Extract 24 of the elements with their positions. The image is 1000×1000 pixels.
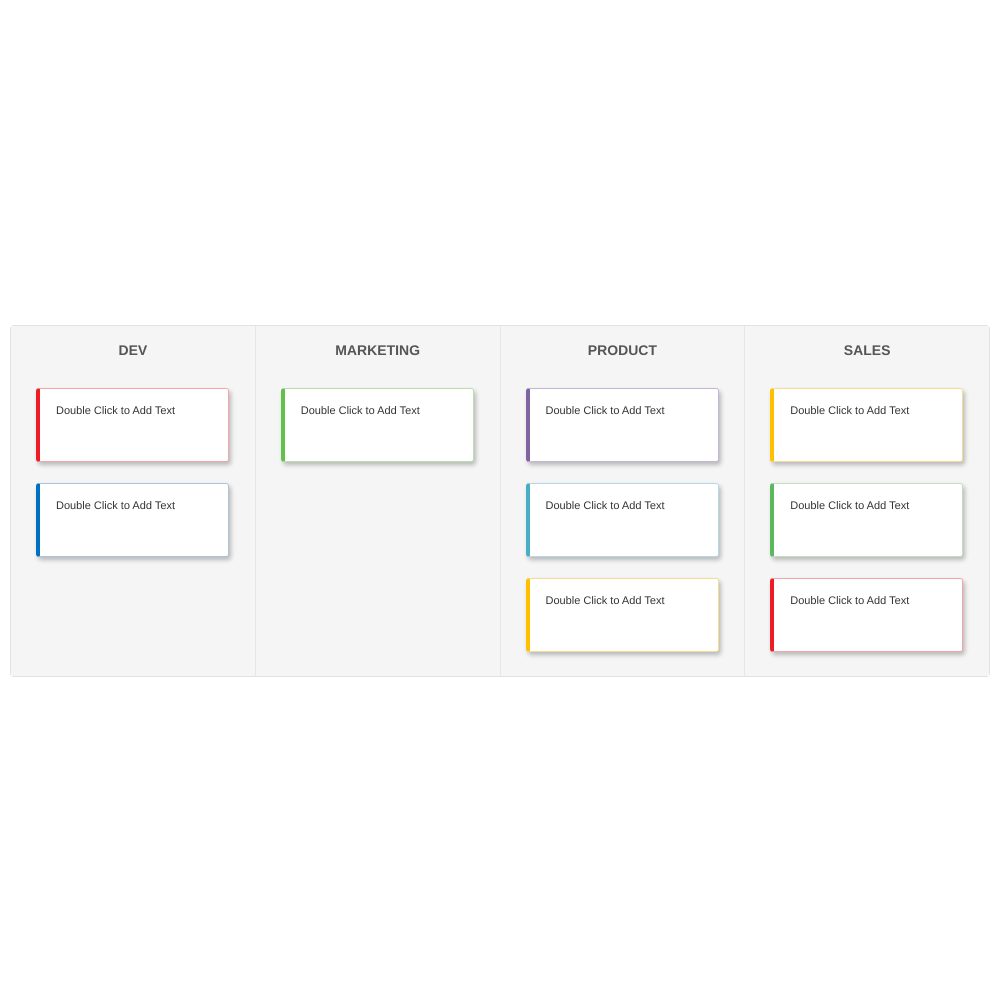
card-text: Double Click to Add Text — [546, 405, 665, 417]
card-text: Double Click to Add Text — [546, 500, 665, 512]
column-header: SALES — [842, 342, 892, 358]
task-card — [280, 388, 474, 462]
task-card — [770, 483, 964, 557]
card-text: Double Click to Add Text — [300, 405, 420, 417]
column-header: DEV — [117, 342, 148, 358]
task-card — [36, 483, 229, 557]
card-text: Double Click to Add Text — [56, 405, 176, 417]
task-card — [526, 483, 718, 557]
column-header: PRODUCT — [586, 342, 658, 358]
task-card — [770, 578, 964, 652]
card-text: Double Click to Add Text — [790, 500, 910, 512]
card-text: Double Click to Add Text — [546, 595, 665, 607]
task-card — [770, 388, 964, 462]
column-header: MARKETING — [334, 342, 422, 358]
card-text: Double Click to Add Text — [790, 595, 910, 607]
task-card — [36, 388, 229, 462]
card-text: Double Click to Add Text — [56, 500, 176, 512]
board-column — [11, 326, 256, 676]
task-card — [526, 578, 718, 652]
card-text: Double Click to Add Text — [790, 405, 910, 417]
board-column — [500, 326, 746, 676]
task-card — [526, 388, 718, 462]
